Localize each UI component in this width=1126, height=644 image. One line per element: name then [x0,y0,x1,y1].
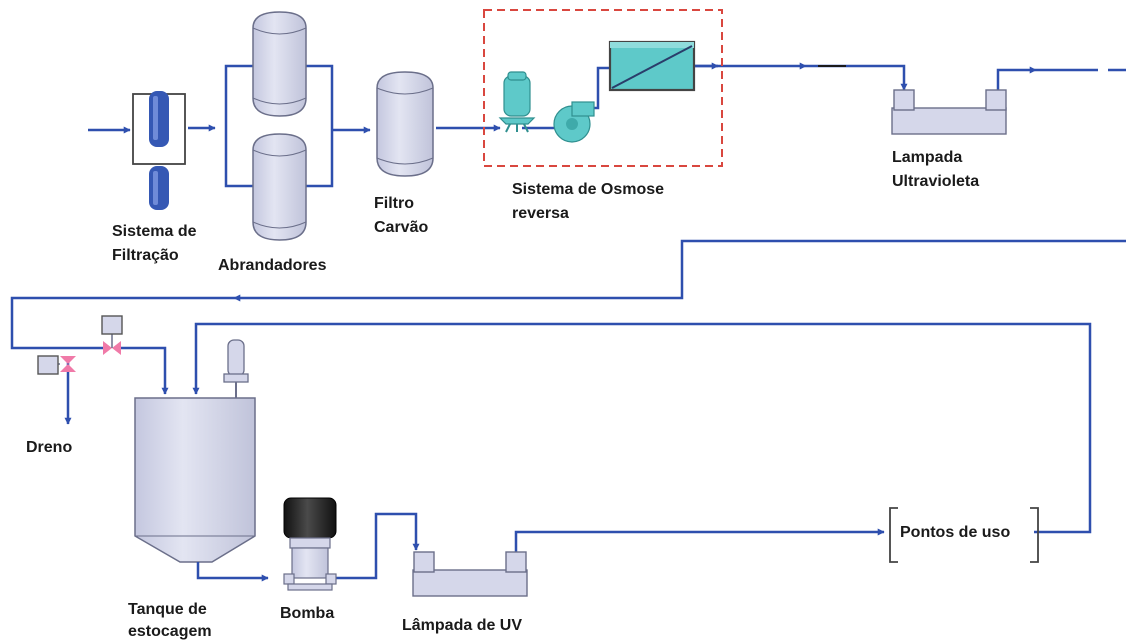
softener-outlet-manifold [306,64,334,188]
feed-to-tank-pipe [10,296,234,350]
tank-label-line1: Tanque de [128,601,207,618]
ro-system-boundary [483,9,723,167]
feed-valve [101,315,123,355]
pump-label: Bomba [280,605,335,622]
filter-cartridge-lower-highlight [153,171,158,205]
feed-to-tank-drop [118,346,169,395]
tank-to-pump-pipe [196,562,269,582]
filtration-label-line1: Sistema de [112,223,197,240]
uv1-label-line2: Ultravioleta [892,173,980,190]
crossover-pipe [233,239,1126,302]
uv-outlet-pipe [996,66,1037,92]
ro-pump-to-membrane-pipe [592,66,610,110]
booster-pump [283,497,337,591]
softener-tank-lower [252,133,307,241]
uv-to-use-points-pipe [514,528,885,552]
ro-label-line2: reversa [512,205,569,222]
drain-valve [37,355,76,375]
pump-motor [283,497,337,539]
uv-lamp-1 [891,89,1007,135]
filter-cartridge-lower [149,166,169,210]
drain-label: Dreno [26,439,73,456]
ro-label-line1: Sistema de Osmose [512,181,665,198]
softener-inlet-manifold [224,64,253,188]
points-of-use-label: Pontos de uso [900,524,1011,541]
return-line-pipes [10,239,1126,534]
uv-lamp-2 [412,551,528,597]
softener-tank-upper [252,11,307,117]
uv-inlet-pipe [876,64,908,91]
ro-high-pressure-pump [553,101,595,143]
tank-label-line2: estocagem [128,623,212,640]
carbon-filter-label-line2: Carvão [374,219,429,236]
recirculation-return-pipe [192,322,1092,534]
softeners-label: Abrandadores [218,257,327,274]
filter-cartridge-upper [149,91,169,147]
uv2-label: Lâmpada de UV [402,617,523,634]
filtration-system [132,91,186,210]
filter-cartridge-upper-highlight [153,96,158,140]
ro-membrane-module [608,40,696,92]
ro-feed-pump [498,71,536,133]
uv1-label-line1: Lampada [892,149,963,166]
top-row-pipes [88,62,1126,188]
pump-to-uv-pipe [334,512,420,580]
carbon-filter-label-line1: Filtro [374,195,414,212]
carbon-filter-tank [376,71,434,177]
filtration-label-line2: Filtração [112,247,179,264]
tank-level-sensor [223,339,249,398]
points-of-use-bracket [889,507,1039,563]
storage-tank [134,397,256,563]
bottom-row-pipes [196,512,885,582]
